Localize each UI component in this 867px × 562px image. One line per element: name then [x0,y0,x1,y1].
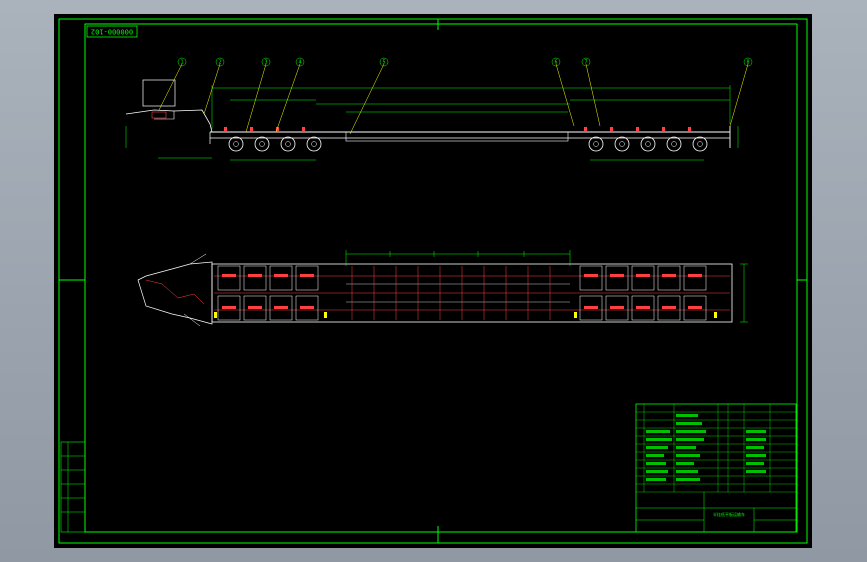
balloon-2: 2 [215,57,225,67]
balloon-1: 1 [177,57,187,67]
balloon-4: 4 [295,57,305,67]
balloon-7: 7 [581,57,591,67]
drawing-title: 半挂低平板运输车 [713,511,745,517]
side-elevation-view: 1 2 3 4 5 [125,57,753,161]
balloon-8: 8 [743,57,753,67]
tractor-cab-outline [142,79,176,107]
svg-text:3: 3 [264,60,267,66]
left-revision-strip [60,441,86,533]
title-block-lower [636,492,796,532]
lowbed-well [345,131,569,142]
balloon-3: 3 [261,57,271,67]
cross-members [351,266,551,320]
drawing-sheet[interactable]: 000000-102 [54,14,812,548]
front-axle-group-plan [217,265,319,321]
side-dimensions-top [211,85,731,129]
rear-bogie-wheels [588,136,708,152]
title-block: 半挂低平板运输车 [635,403,797,533]
drawing-number-box: 000000-102 [86,25,138,38]
rear-axle-group-plan [579,265,707,321]
svg-text:6: 6 [554,60,557,66]
parts-list-entries [646,414,766,481]
front-axle-detail [222,274,314,309]
longitudinal-beams [214,275,730,311]
part-balloons: 1 2 3 4 5 [177,57,753,67]
svg-text:5: 5 [382,60,385,66]
inner-border [84,23,798,533]
plan-view [137,250,748,327]
deck-markers [224,127,691,131]
rear-axle-detail [584,274,702,309]
parts-list-grid [636,404,796,493]
svg-text:1: 1 [180,60,183,66]
balloon-leaders [158,63,749,135]
svg-text:2: 2 [218,60,221,66]
outer-border [58,18,808,544]
yellow-markers [214,312,717,318]
secondary-beams [346,283,570,303]
side-dimensions-bottom [125,126,739,161]
svg-text:4: 4 [298,60,301,66]
balloon-5: 5 [379,57,389,67]
balloon-6: 6 [551,57,561,67]
front-bogie-wheels [228,136,322,152]
drawing-number: 000000-102 [91,28,133,36]
gooseneck-profile [125,109,213,133]
svg-text:7: 7 [584,60,587,66]
drawing-canvas: 000000-102 [58,18,808,544]
gooseneck-plan [137,261,213,325]
plan-dimensions [345,250,748,323]
frame-outline-plan [211,263,733,323]
kingpin-detail [151,111,167,119]
svg-text:8: 8 [746,60,749,66]
